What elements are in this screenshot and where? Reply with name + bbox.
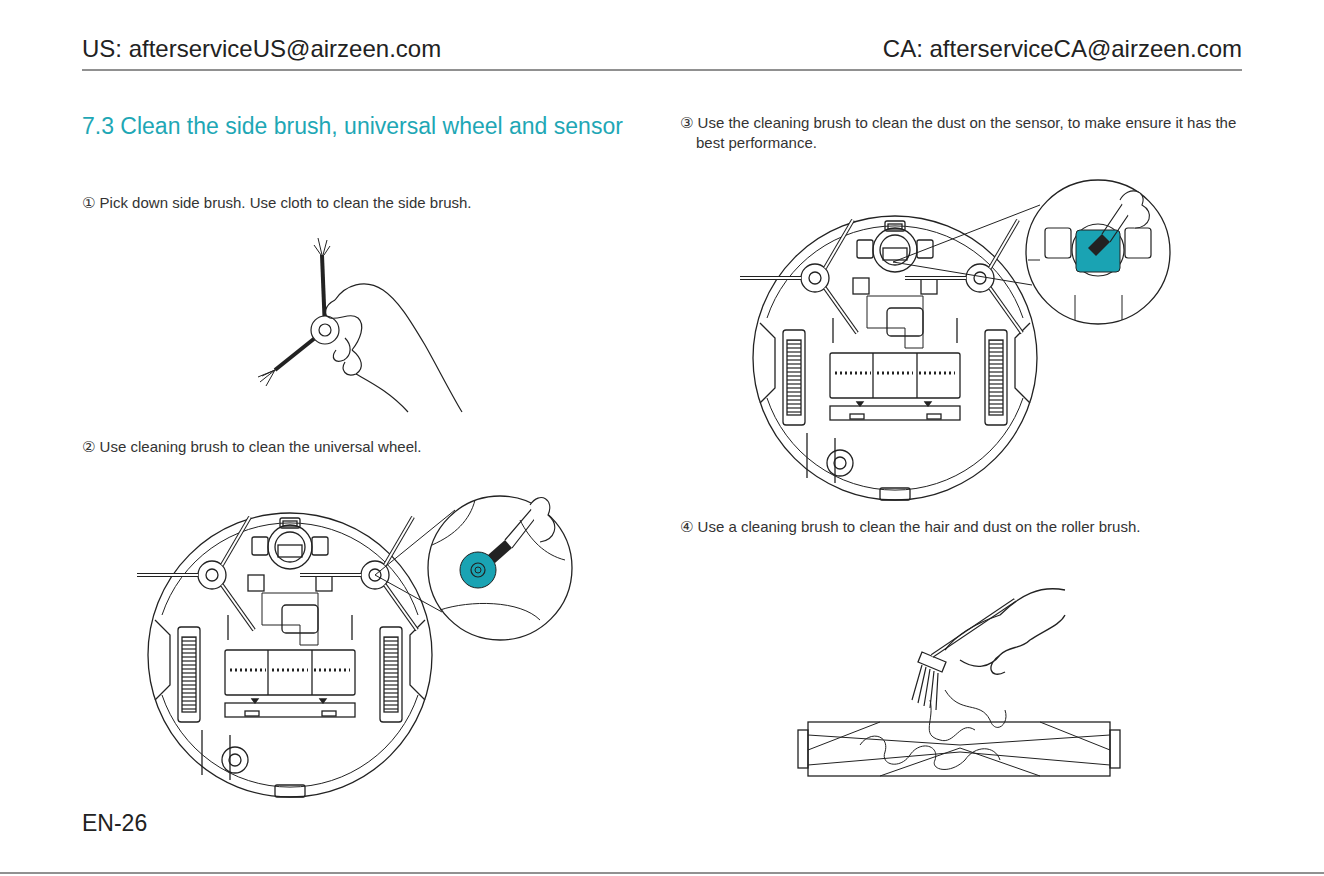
side-brush-hand	[258, 238, 462, 412]
footer-rule	[0, 873, 1324, 874]
header-rule	[82, 70, 1242, 71]
robot-bottom-view	[137, 496, 572, 797]
robot-sensor-view	[740, 180, 1170, 500]
page-number: EN-26	[82, 809, 282, 839]
step-text: ③ Use the cleaning brush to clean the du…	[680, 113, 1250, 152]
roller-brush	[798, 589, 1120, 776]
step-text: ② Use cleaning brush to clean the univer…	[82, 437, 642, 457]
service-email: US: afterserviceUS@airzeen.com	[82, 33, 532, 64]
step-text: ① Pick down side brush. Use cloth to cle…	[82, 193, 642, 213]
step-text: ④ Use a cleaning brush to clean the hair…	[680, 517, 1250, 537]
service-email: CA: afterserviceCA@airzeen.com	[792, 33, 1242, 64]
section-title: 7.3 Clean the side brush, universal whee…	[82, 112, 646, 142]
